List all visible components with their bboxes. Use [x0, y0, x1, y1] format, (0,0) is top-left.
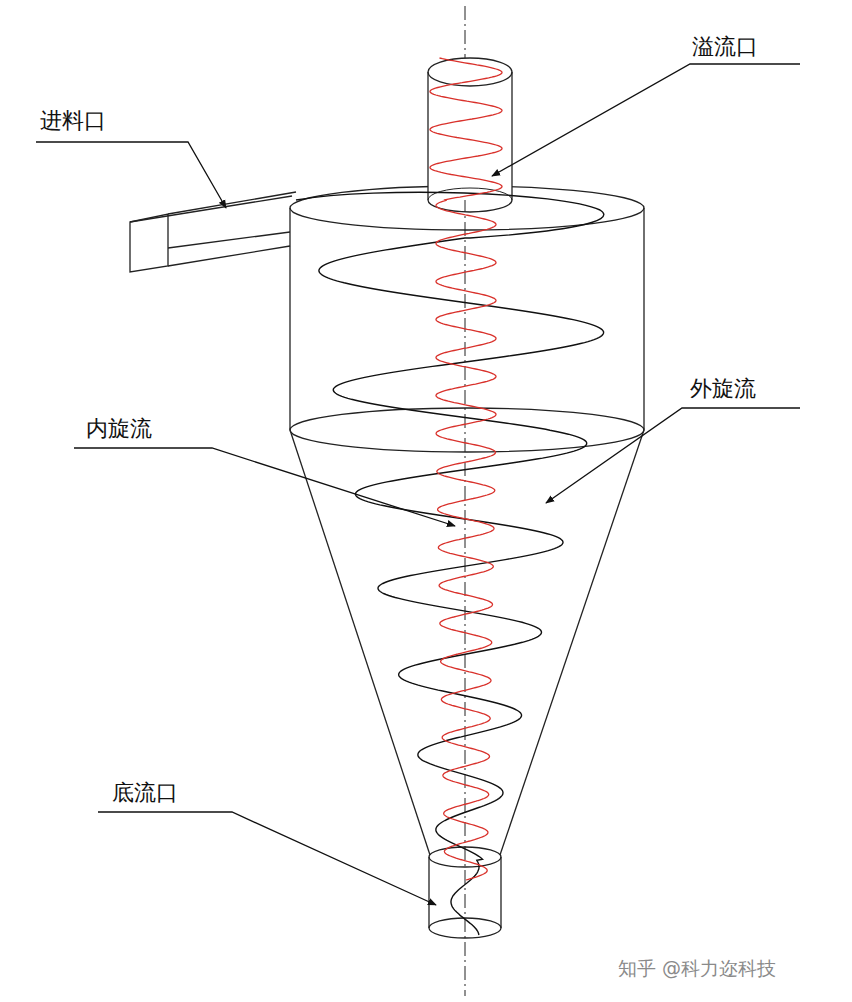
cylinder-bottom	[290, 408, 644, 452]
leader-line	[36, 142, 226, 208]
part-label: 底流口	[112, 780, 178, 806]
cone-wall	[290, 430, 430, 855]
leader-line	[546, 408, 800, 503]
part-label: 溢流口	[692, 34, 758, 60]
part-label: 外旋流	[690, 376, 756, 402]
inlet-duct	[130, 214, 168, 272]
outer-vortex	[296, 192, 604, 935]
leader-line	[74, 448, 455, 526]
underflow-pipe	[429, 847, 501, 867]
inner-vortex	[430, 58, 502, 880]
leader-line	[98, 812, 436, 905]
watermark: 知乎 @科力迩科技	[618, 957, 776, 980]
leader-line	[492, 64, 800, 176]
part-label: 进料口	[40, 108, 106, 134]
part-label: 内旋流	[86, 416, 152, 442]
